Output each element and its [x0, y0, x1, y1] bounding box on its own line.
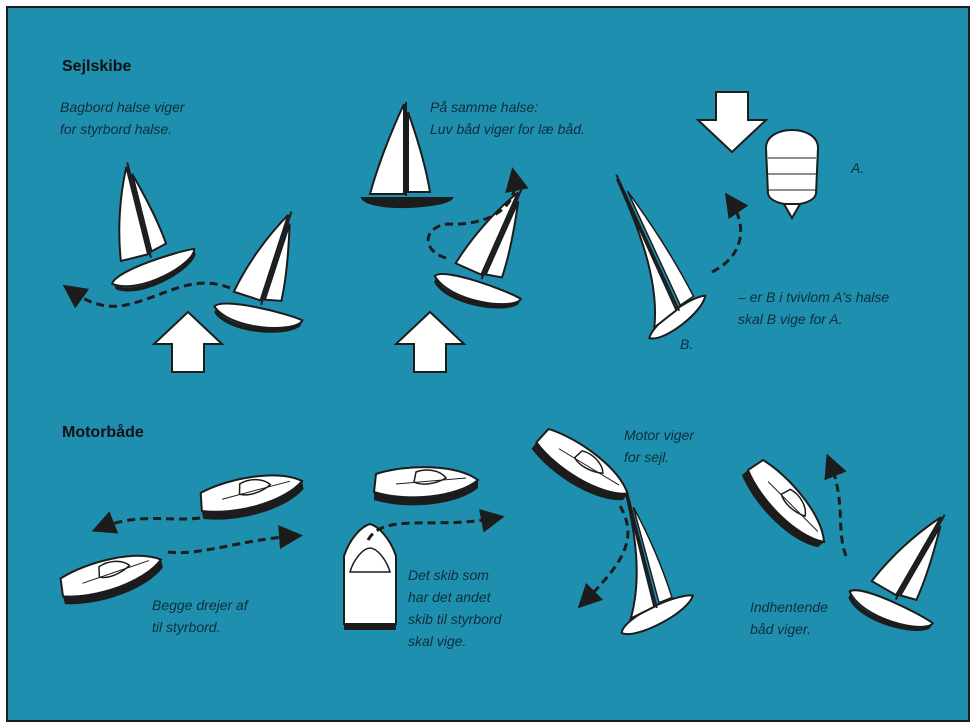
caption-line: har det andet: [408, 586, 501, 608]
sailboat-icon: [429, 172, 561, 324]
caption-line: skal B vige for A.: [738, 308, 889, 330]
caption-line: På samme halse:: [430, 96, 585, 118]
boat-a-label: A.: [851, 160, 864, 176]
sailboat-icon: [573, 482, 698, 638]
dashed-course-arrow-icon: [712, 200, 741, 272]
motorboat-icon: [374, 467, 478, 505]
dashed-course-arrow-icon: [830, 462, 846, 556]
overtaking-caption: Indhentende båd viger.: [750, 596, 828, 640]
motorboat-icon: [198, 468, 307, 524]
boat-b-label: B.: [680, 336, 693, 352]
caption-line: til styrbord.: [152, 616, 248, 638]
same-tack-caption: På samme halse: Luv båd viger for læ båd…: [430, 96, 585, 140]
caption-line: Bagbord halse viger: [60, 96, 185, 118]
caption-line: Indhentende: [750, 596, 828, 618]
motorboat-icon: [738, 454, 834, 558]
sailing-section-title: Sejlskibe: [62, 58, 131, 76]
doubt-caption: – er B i tvivlom A’s halse skal B vige f…: [738, 286, 889, 330]
motorboat-icon: [344, 524, 396, 630]
sailboat-icon: [563, 171, 711, 344]
sailboat-icon: [843, 493, 977, 647]
dashed-course-arrow-icon: [368, 518, 496, 540]
both-turn-caption: Begge drejer af til styrbord.: [152, 594, 248, 638]
wind-arrow-icon: [396, 312, 464, 372]
caption-line: Luv båd viger for læ båd.: [430, 118, 585, 140]
wind-arrow-icon: [698, 92, 766, 152]
caption-line: båd viger.: [750, 618, 828, 640]
motorboat-icon: [57, 547, 167, 609]
motor-section-title: Motorbåde: [62, 424, 144, 442]
starboard-rule-caption: Det skib som har det andet skib til styr…: [408, 564, 501, 652]
port-tack-caption: Bagbord halse viger for styrbord halse.: [60, 96, 185, 140]
caption-line: for sejl.: [624, 446, 694, 468]
dashed-course-arrow-icon: [100, 518, 200, 528]
dashed-course-arrow-icon: [168, 536, 294, 553]
caption-line: skib til styrbord: [408, 608, 501, 630]
caption-line: – er B i tvivlom A’s halse: [738, 286, 889, 308]
wind-arrow-icon: [154, 312, 222, 372]
sailboat-icon: [766, 130, 818, 218]
caption-line: Det skib som: [408, 564, 501, 586]
dashed-course-arrow-icon: [584, 506, 628, 602]
motorboat-icon: [529, 422, 636, 514]
caption-line: skal vige.: [408, 630, 501, 652]
sailboat-icon: [210, 198, 333, 346]
sailboat-icon: [85, 152, 201, 297]
caption-line: for styrbord halse.: [60, 118, 185, 140]
motor-sail-caption: Motor viger for sejl.: [624, 424, 694, 468]
caption-line: Motor viger: [624, 424, 694, 446]
caption-line: Begge drejer af: [152, 594, 248, 616]
